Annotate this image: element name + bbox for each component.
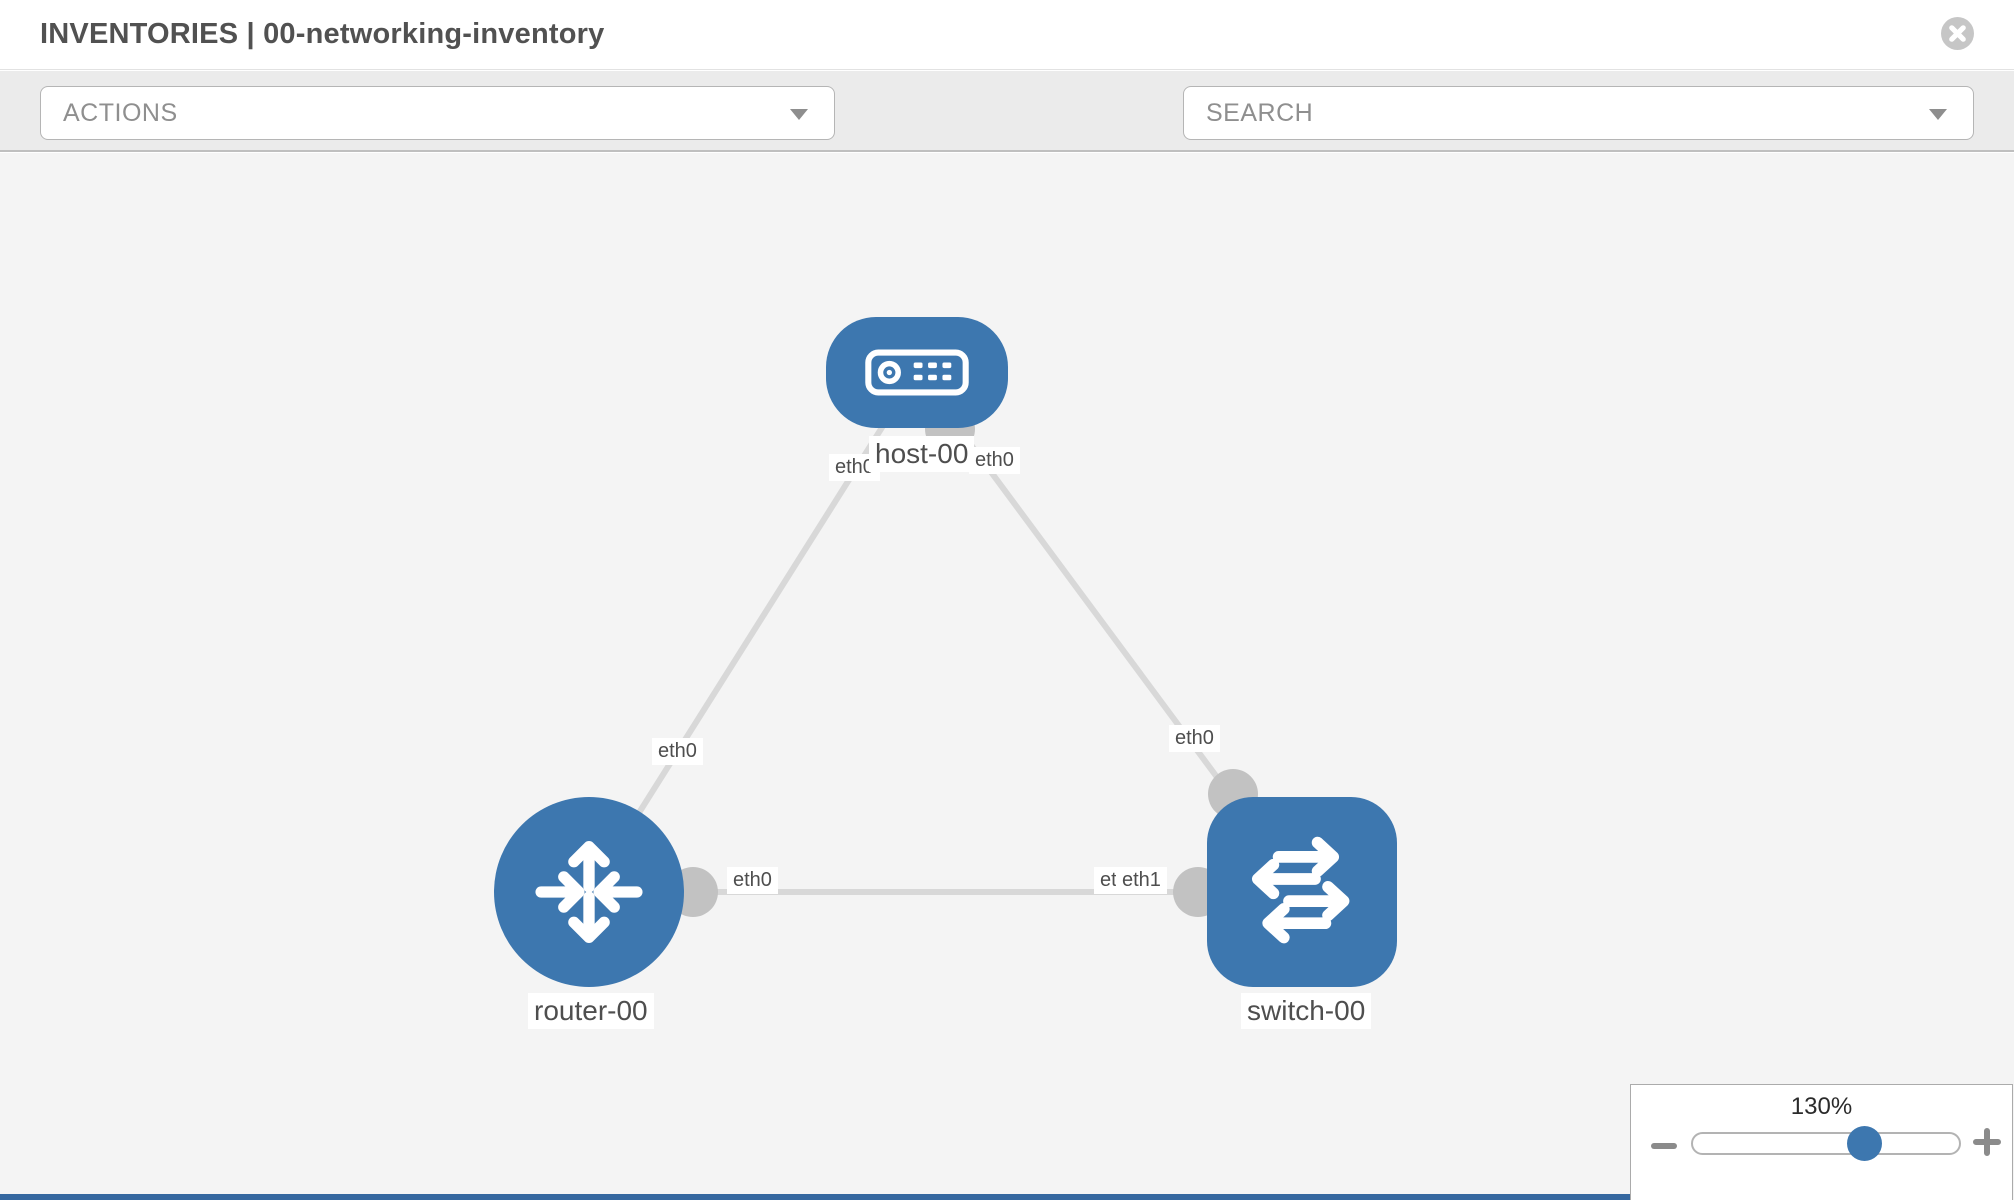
page-title: INVENTORIES | 00-networking-inventory xyxy=(40,18,605,50)
toolbar: ACTIONS SEARCH xyxy=(0,71,2014,205)
zoom-slider-thumb[interactable] xyxy=(1847,1126,1882,1161)
topology-canvas[interactable]: eth0 host-00 eth0 eth0 eth0 eth0 eth0 et… xyxy=(0,153,2014,1200)
actions-dropdown[interactable]: ACTIONS xyxy=(40,86,835,140)
zoom-in-icon[interactable] xyxy=(1971,1126,2003,1158)
zoom-percent-label: 130% xyxy=(1790,1093,1853,1120)
search-dropdown-label: SEARCH xyxy=(1206,98,1314,127)
chevron-down-icon xyxy=(1929,109,1947,120)
chevron-down-icon xyxy=(790,109,808,120)
router-icon xyxy=(535,840,643,944)
interface-label-router-top: eth0 xyxy=(652,738,703,765)
switch-icon xyxy=(1251,836,1350,944)
node-label-router: router-00 xyxy=(528,993,654,1029)
links-layer xyxy=(586,370,1305,917)
interface-label-router-right: eth0 xyxy=(727,867,778,894)
modal-header: INVENTORIES | 00-networking-inventory xyxy=(0,0,2014,70)
footer-strip xyxy=(0,1194,1630,1200)
close-button[interactable] xyxy=(1941,17,1974,50)
search-dropdown[interactable]: SEARCH xyxy=(1183,86,1974,140)
node-router-00[interactable] xyxy=(494,797,684,987)
zoom-slider-track[interactable] xyxy=(1691,1132,1961,1155)
host-icon xyxy=(865,349,969,396)
zoom-panel: 130% xyxy=(1630,1084,2013,1200)
node-label-host: host-00 xyxy=(869,436,975,472)
node-host-00[interactable] xyxy=(826,317,1008,428)
interface-label-host-right: eth0 xyxy=(969,447,1020,474)
close-icon xyxy=(1949,25,1966,42)
node-label-switch: switch-00 xyxy=(1241,993,1372,1029)
zoom-out-icon[interactable] xyxy=(1651,1133,1677,1159)
interface-label-switch-left: eth1 xyxy=(1116,867,1167,894)
interface-label-switch-top: eth0 xyxy=(1169,725,1220,752)
actions-dropdown-label: ACTIONS xyxy=(63,98,178,127)
node-switch-00[interactable] xyxy=(1207,797,1397,987)
